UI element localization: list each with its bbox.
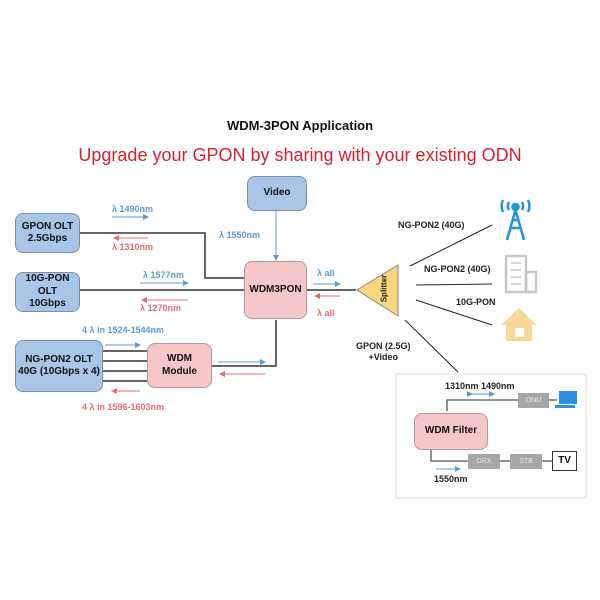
orx-node: ORX [468, 454, 500, 469]
link-gpon [80, 232, 245, 279]
onu-node: ONU [518, 393, 549, 408]
wl-ngpon2-up: 4 λ in 1596-1603nm [82, 402, 165, 412]
antenna-icon [500, 199, 531, 241]
wdm-filter-node: WDM Filter [414, 413, 488, 450]
branch-line-4 [404, 319, 459, 373]
diagram-subtitle: Upgrade your GPON by sharing with your e… [78, 145, 522, 165]
wl-video: λ 1550nm [219, 230, 261, 240]
branch-line-1 [409, 224, 493, 267]
ngpon2-olt-node: NG-PON2 OLT 40G (10Gbps x 4) [15, 340, 103, 392]
branch-label-4: GPON (2.5G) +Video [356, 341, 411, 362]
splitter-label: Splitter [379, 274, 389, 303]
wl-10g-down: λ 1577nm [143, 270, 185, 280]
branch-label-3: 10G-PON [456, 297, 496, 307]
computer-icon [555, 391, 577, 408]
wl-gpon-up: λ 1310nm [112, 242, 154, 252]
house-icon [501, 308, 537, 341]
branch-line-2 [415, 283, 493, 286]
splitter-shape [356, 264, 399, 317]
building-icon [504, 254, 538, 294]
wdm3pon-node: WDM3PON [244, 261, 307, 319]
gpon-olt-node: GPON OLT 2.5Gbps [15, 213, 80, 253]
wl-gpon-down: λ 1490nm [112, 204, 154, 214]
inset-wl-bottom: 1550nm [434, 474, 468, 484]
branch-label-1: NG-PON2 (40G) [398, 220, 465, 230]
diagram-title: WDM-3PON Application [226, 118, 374, 133]
inset-wl-top: 1310nm 1490nm [445, 381, 515, 391]
wl-ngpon2-down: 4 λ in 1524-1544nm [82, 325, 165, 335]
wl-all-up: λ all [317, 308, 335, 318]
link-wdm-module [212, 320, 277, 367]
stb-node: STB [510, 454, 542, 469]
wl-all-down: λ all [317, 268, 335, 278]
branch-line-3 [415, 299, 493, 326]
10g-pon-olt-node: 10G-PON OLT 10Gbps [15, 272, 80, 312]
tv-node: TV [552, 451, 577, 471]
wl-10g-up: λ 1270nm [140, 303, 182, 313]
wdm-module-node: WDM Module [147, 343, 212, 388]
video-node: Video [247, 176, 307, 211]
branch-label-2: NG-PON2 (40G) [424, 264, 491, 274]
